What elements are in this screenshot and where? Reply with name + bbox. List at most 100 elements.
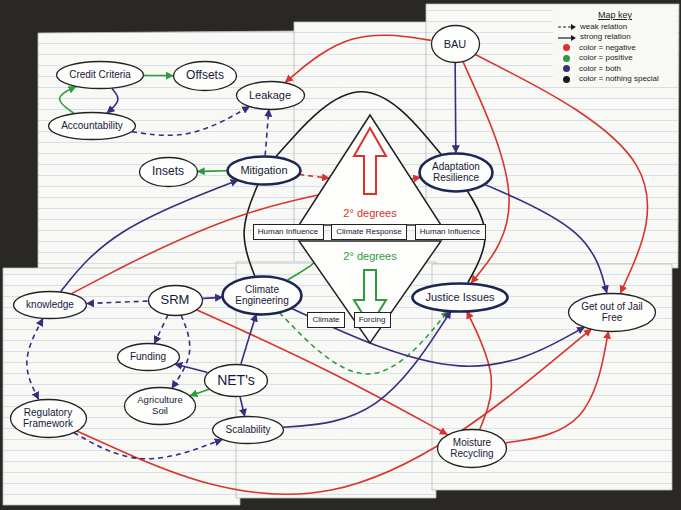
concept-ellipse: Credit Criteria bbox=[55, 60, 145, 90]
connector bbox=[27, 319, 43, 399]
connector bbox=[475, 55, 647, 293]
connector bbox=[61, 180, 238, 291]
concept-ellipse: Get out of Jail Free bbox=[567, 292, 657, 333]
node-label: Mitigation bbox=[240, 164, 287, 177]
concept-ellipse: Funding bbox=[116, 342, 181, 372]
up-arrow bbox=[354, 128, 386, 194]
connector bbox=[60, 87, 76, 114]
connector bbox=[454, 63, 456, 153]
legend-swatch bbox=[563, 76, 570, 83]
label-box: Climate bbox=[307, 312, 345, 328]
legend-text: color = negative bbox=[579, 43, 636, 53]
hub-ellipse: Climate Engineering bbox=[221, 275, 303, 316]
node-label: Adaptation Resilience bbox=[426, 161, 486, 184]
legend-row: color = negative bbox=[557, 43, 673, 53]
concept-ellipse: Leakage bbox=[235, 80, 306, 111]
node-label: Accountability bbox=[61, 120, 123, 132]
concept-ellipse: Regulatory Framework bbox=[9, 398, 88, 439]
connector bbox=[175, 364, 207, 372]
node-label: 2° degrees bbox=[343, 207, 396, 220]
node-label: Offsets bbox=[186, 69, 224, 83]
connector bbox=[77, 329, 591, 494]
concept-ellipse: NET's bbox=[203, 363, 269, 398]
legend-text: color = positive bbox=[579, 53, 633, 63]
connector bbox=[132, 107, 249, 136]
connector bbox=[74, 433, 222, 459]
legend-text: strong relation bbox=[580, 32, 631, 42]
legend-row: weak relation bbox=[557, 22, 673, 32]
node-label: Justice Issues bbox=[425, 291, 494, 304]
legend-row: strong relation bbox=[557, 32, 673, 42]
node-label: Climate Engineering bbox=[222, 284, 302, 307]
concept-ellipse: BAU bbox=[430, 24, 481, 64]
node-label: Get out of Jail Free bbox=[572, 301, 652, 324]
connector bbox=[197, 170, 227, 172]
legend-title: Map key bbox=[557, 10, 673, 20]
concept-ellipse: Agriculture Soil bbox=[123, 386, 197, 426]
node-label: Insets bbox=[152, 165, 184, 179]
connector bbox=[196, 310, 447, 435]
connector bbox=[87, 301, 148, 303]
node-label: NET's bbox=[217, 372, 255, 388]
connector bbox=[154, 315, 167, 343]
hub-ellipse: Justice Issues bbox=[411, 282, 509, 313]
concept-ellipse: SRM bbox=[147, 284, 204, 317]
legend-text: weak relation bbox=[580, 22, 627, 32]
connector bbox=[291, 308, 584, 366]
down-arrow bbox=[354, 270, 386, 326]
concept-ellipse: knowledge bbox=[12, 290, 88, 320]
concept-ellipse: Scalability bbox=[211, 415, 285, 445]
connector bbox=[107, 88, 118, 112]
node-label: Credit Criteria bbox=[69, 69, 131, 81]
line-sample bbox=[557, 34, 577, 42]
connector bbox=[240, 396, 245, 416]
node-label: Moisture Recycling bbox=[442, 437, 502, 460]
hub-ellipse: Adaptation Resilience bbox=[418, 152, 494, 193]
connector bbox=[265, 109, 269, 155]
hub-ellipse: Mitigation bbox=[226, 155, 302, 186]
legend-swatch bbox=[563, 44, 570, 51]
node-label: Climate bbox=[312, 315, 339, 324]
connector bbox=[485, 184, 607, 292]
concept-ellipse: Accountability bbox=[47, 111, 137, 141]
connector bbox=[506, 331, 609, 442]
legend-swatch bbox=[563, 65, 570, 72]
connector bbox=[279, 311, 448, 374]
concept-ellipse: Moisture Recycling bbox=[436, 428, 508, 469]
map-key: Map keyweak relationstrong relationcolor… bbox=[553, 8, 677, 86]
connector bbox=[202, 297, 222, 298]
node-label: Regulatory Framework bbox=[13, 407, 83, 430]
node-label: Forcing bbox=[359, 315, 386, 324]
node-label: Scalability bbox=[225, 424, 270, 436]
connector bbox=[190, 389, 209, 396]
node-label: SRM bbox=[161, 293, 190, 308]
connector bbox=[287, 260, 314, 280]
legend-text: color = nothing special bbox=[579, 74, 659, 84]
label-box: Human Influence bbox=[415, 224, 486, 240]
label-box: Human Influence bbox=[253, 224, 324, 240]
line-sample bbox=[557, 23, 577, 31]
connector bbox=[285, 35, 430, 82]
node-label: 2° degrees bbox=[343, 250, 396, 263]
legend-row: color = both bbox=[557, 64, 673, 74]
label-box: Forcing bbox=[354, 312, 391, 328]
legend-swatch bbox=[563, 55, 570, 62]
node-label: Funding bbox=[130, 351, 166, 363]
label-box: Climate Response bbox=[331, 224, 407, 240]
concept-ellipse: Offsets bbox=[172, 60, 238, 92]
node-label: Agriculture Soil bbox=[129, 395, 191, 417]
legend-row: color = positive bbox=[557, 53, 673, 63]
legend-row: color = nothing special bbox=[557, 74, 673, 84]
connector bbox=[144, 75, 173, 77]
connector bbox=[467, 311, 492, 429]
node-label: BAU bbox=[444, 38, 467, 51]
concept-ellipse: Insets bbox=[138, 156, 199, 188]
node-label: Human Influence bbox=[420, 227, 480, 236]
node-label: Human Influence bbox=[258, 227, 318, 236]
node-label: Climate Response bbox=[336, 227, 401, 236]
node-label: knowledge bbox=[26, 299, 74, 311]
connector bbox=[241, 314, 256, 363]
node-label: Leakage bbox=[249, 89, 291, 102]
legend-text: color = both bbox=[579, 64, 621, 74]
connector bbox=[299, 174, 329, 178]
